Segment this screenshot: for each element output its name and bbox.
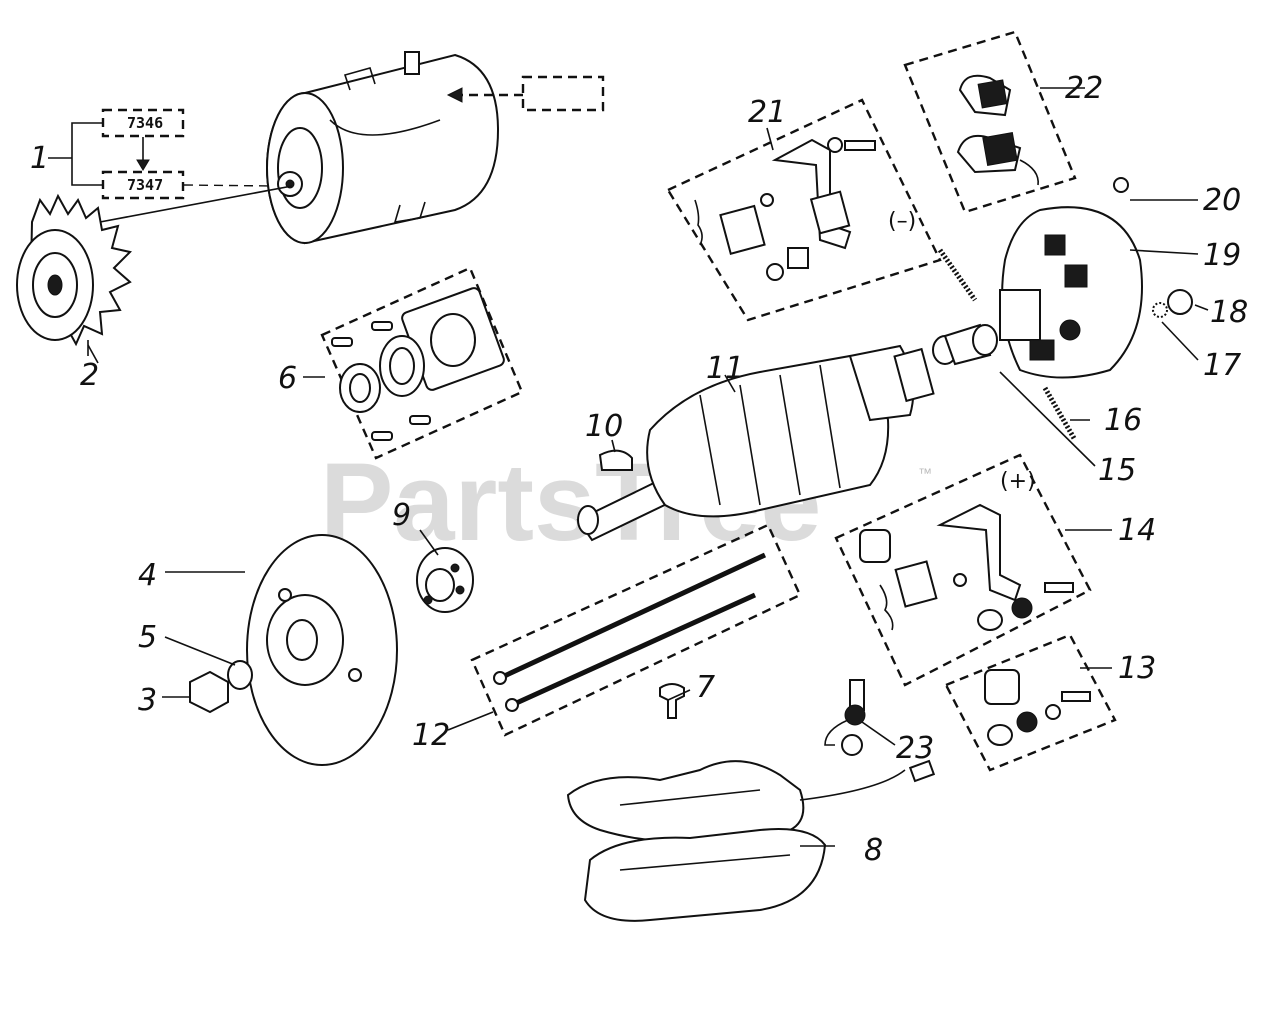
- bearing: [416, 547, 474, 613]
- brush-kit-positive: (+): [834, 453, 1092, 687]
- callout-2: 2: [80, 358, 99, 393]
- callout-8: 8: [864, 833, 883, 868]
- callout-1: 1: [30, 141, 49, 176]
- gasket-kit: [320, 266, 524, 460]
- lock-washer: [1152, 302, 1168, 318]
- brush-set: [903, 30, 1077, 214]
- callout-5: 5: [138, 620, 157, 655]
- plus-sign: (+): [1000, 469, 1036, 494]
- washer: [227, 660, 253, 690]
- nut: [1167, 289, 1193, 315]
- callout-18: 18: [1210, 295, 1248, 330]
- plug: [659, 683, 685, 719]
- bushing: [932, 323, 998, 366]
- callout-3: 3: [138, 683, 157, 718]
- callout-9: 9: [392, 498, 411, 533]
- callout-20: 20: [1203, 183, 1241, 218]
- box-7346: 7346: [127, 114, 163, 132]
- callout-15: 15: [1098, 453, 1136, 488]
- callout-12: 12: [412, 718, 450, 753]
- end-plate: [999, 177, 1143, 379]
- spring-top: [937, 248, 978, 302]
- callout-19: 19: [1203, 238, 1241, 273]
- callout-21: 21: [748, 95, 786, 130]
- callout-13: 13: [1118, 651, 1156, 686]
- callout-11: 11: [706, 351, 744, 386]
- minus-sign: (–): [888, 209, 916, 234]
- callout-23: 23: [896, 731, 934, 766]
- terminal-kit: [944, 633, 1117, 772]
- field-coils: [566, 759, 936, 922]
- callout-17: 17: [1203, 348, 1241, 383]
- callout-22: 22: [1065, 71, 1103, 106]
- callout-6: 6: [278, 361, 297, 396]
- drive-end-plate: [246, 534, 398, 766]
- woodruff-key: [598, 449, 633, 471]
- callout-4: 4: [138, 558, 157, 593]
- terminal-stud: [824, 679, 866, 756]
- callout-7: 7: [696, 670, 715, 705]
- fan-pulley: [16, 185, 293, 356]
- callout-16: 16: [1104, 403, 1142, 438]
- reference-bracket: 7346 7347: [48, 108, 276, 200]
- box-7347: 7347: [127, 176, 163, 194]
- brush-kit-negative: (–): [666, 98, 942, 322]
- through-bolts: [470, 523, 802, 737]
- generator-housing: [266, 51, 605, 245]
- callout-14: 14: [1118, 513, 1156, 548]
- shaft-nut: [189, 670, 229, 714]
- callout-10: 10: [585, 409, 623, 444]
- armature: [576, 344, 935, 542]
- trademark: ™: [918, 465, 932, 481]
